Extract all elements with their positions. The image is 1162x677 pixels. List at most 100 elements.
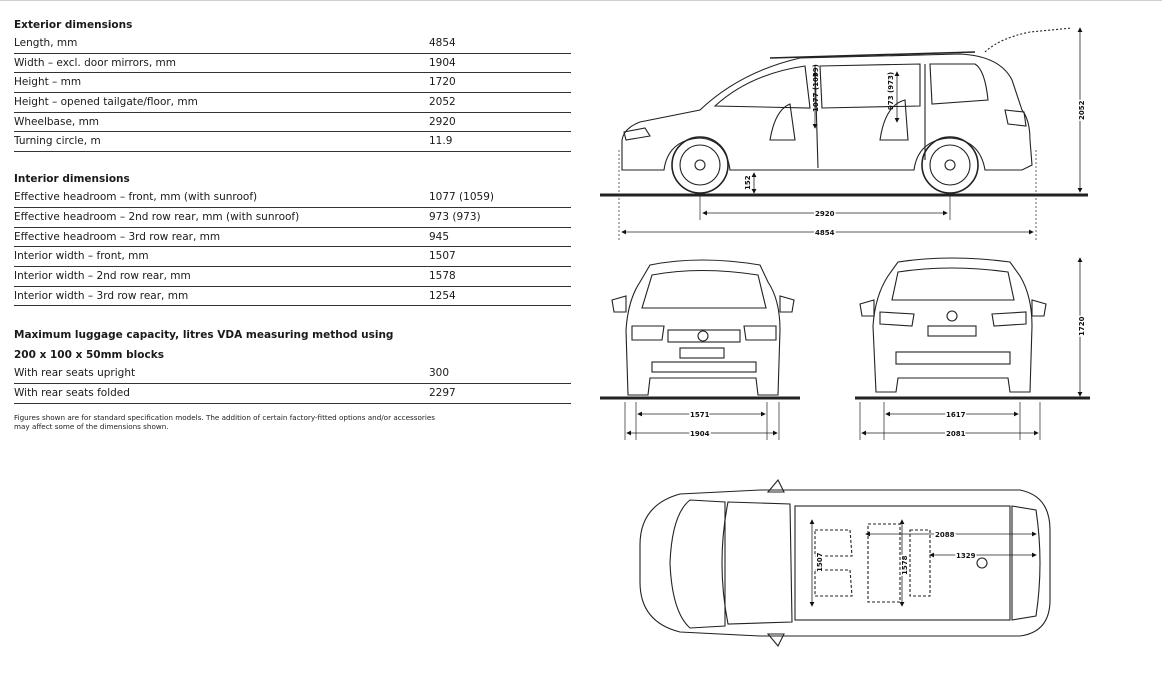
side-ground-clearance-label: 152	[744, 175, 752, 190]
front-headlight-left	[631, 325, 665, 341]
row-label: Height – opened tailgate/floor, mm	[14, 96, 198, 109]
side-headroom-rear-label: 973 (973)	[887, 72, 895, 110]
row-label: Length, mm	[14, 37, 78, 49]
row-label: Turning circle, m	[14, 135, 101, 148]
footnote: Figures shown are for standard specifica…	[14, 413, 484, 432]
table-row: With rear seats folded 2297	[14, 384, 571, 404]
top-view-labels: 2088 1329 1507 1578	[815, 530, 978, 577]
front-number-plate	[679, 347, 725, 359]
side-taillight	[1004, 109, 1027, 127]
row-value: 1904	[429, 56, 456, 69]
row-label: Height – mm	[14, 76, 82, 89]
rear-bumper	[895, 351, 1011, 365]
row-value: 300	[429, 367, 450, 380]
front-windscreen	[641, 269, 767, 309]
front-badge	[697, 330, 709, 342]
side-window-rear	[929, 63, 989, 105]
row-label: Interior width – 3rd row rear, mm	[14, 289, 189, 302]
rear-width-label: 2081	[946, 430, 966, 438]
front-grille	[667, 329, 741, 343]
row-label: With rear seats upright	[14, 367, 136, 380]
top-width-front-label: 1507	[816, 552, 824, 572]
table-row: Effective headroom – 3rd row rear, mm 945	[14, 228, 571, 248]
row-value: 945	[429, 230, 450, 243]
side-window-middle	[819, 63, 921, 109]
front-mirror-left	[611, 295, 627, 313]
top-windscreen	[721, 501, 793, 625]
row-label: Width – excl. door mirrors, mm	[14, 56, 176, 69]
footnote-line-2: may affect some of the dimensions shown.	[14, 422, 169, 432]
side-headroom-front-label: 1077 (1059)	[812, 64, 820, 112]
table-row: Width – excl. door mirrors, mm 1904	[14, 54, 571, 74]
rear-mirror-right	[1031, 299, 1047, 317]
front-view-labels: 1571 1904	[689, 410, 712, 440]
rear-view-labels: 1617 2081 1720	[945, 315, 1088, 440]
row-label: Interior width – front, mm	[14, 250, 149, 263]
table-row: Interior width – 3rd row rear, mm 1254	[14, 287, 571, 307]
row-value: 2052	[429, 96, 456, 109]
row-value: 2297	[429, 386, 456, 399]
rear-taillight-left	[879, 311, 915, 327]
table-row: Effective headroom – front, mm (with sun…	[14, 188, 571, 208]
side-headlight	[623, 127, 651, 141]
exterior-title: Exterior dimensions	[14, 19, 133, 31]
rear-number-plate	[927, 325, 977, 337]
row-label: Effective headroom – 2nd row rear, mm (w…	[14, 210, 300, 223]
top-load-length-short-label: 1329	[956, 552, 976, 560]
front-width-label: 1904	[690, 430, 710, 438]
table-row: Height – mm 1720	[14, 73, 571, 94]
top-seat-second-row	[867, 523, 901, 603]
table-row: Interior width – 2nd row rear, mm 1578	[14, 267, 571, 287]
top-bonnet	[669, 499, 726, 629]
side-height-open-label: 2052	[1078, 100, 1086, 120]
row-label: Interior width – 2nd row rear, mm	[14, 269, 191, 282]
row-label: Effective headroom – 3rd row rear, mm	[14, 230, 221, 243]
front-view	[600, 259, 800, 440]
side-front-hub	[694, 159, 706, 171]
top-mirror-right	[766, 633, 785, 647]
top-seat-front-left	[814, 529, 853, 557]
front-track-label: 1571	[690, 411, 710, 419]
side-wheelbase-label: 2920	[815, 210, 835, 218]
row-value: 1077 (1059)	[429, 191, 494, 204]
top-roof	[794, 505, 1011, 621]
rear-badge	[946, 310, 958, 322]
side-roof-rail	[769, 51, 976, 59]
top-width-rear-label: 1578	[901, 555, 909, 575]
top-seat-third-row	[909, 529, 931, 597]
front-mirror-right	[779, 295, 795, 313]
side-rear-rim	[929, 144, 971, 186]
side-door-line	[814, 65, 819, 169]
row-label: With rear seats folded	[14, 386, 130, 399]
interior-title: Interior dimensions	[14, 173, 130, 186]
rear-taillight-right	[991, 311, 1027, 327]
rear-window	[891, 267, 1015, 301]
side-open-tailgate	[984, 27, 1073, 53]
row-value: 11.9	[429, 135, 453, 148]
side-front-wheel	[671, 136, 729, 194]
top-mirror-left	[766, 479, 785, 493]
top-seat-front-right	[814, 569, 853, 597]
luggage-title-line2: 200 x 100 x 50mm blocks	[14, 349, 164, 362]
front-body-outline	[625, 259, 781, 396]
top-view	[639, 479, 1051, 647]
top-rear-window	[1011, 505, 1041, 621]
row-label: Effective headroom – front, mm (with sun…	[14, 191, 258, 204]
side-seat-front	[769, 103, 796, 141]
side-view	[600, 27, 1088, 240]
row-label: Wheelbase, mm	[14, 115, 100, 128]
table-row: Height – opened tailgate/floor, mm 2052	[14, 93, 571, 113]
footnote-line-1: Figures shown are for standard specifica…	[14, 412, 436, 422]
row-value: 1254	[429, 289, 456, 302]
top-load-length-label: 2088	[935, 531, 955, 539]
side-front-rim	[679, 144, 721, 186]
front-lower-grille	[651, 361, 757, 373]
row-value: 973 (973)	[429, 210, 481, 223]
row-value: 1720	[429, 76, 456, 89]
row-value: 1578	[429, 269, 456, 282]
table-row: Effective headroom – 2nd row rear, mm (w…	[14, 208, 571, 228]
